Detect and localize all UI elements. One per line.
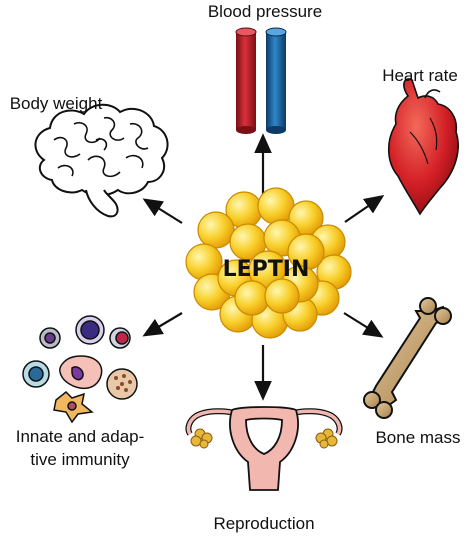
fat-cells-icon (185, 187, 352, 339)
bone-icon (363, 297, 452, 419)
arrow-to-body-weight (142, 198, 183, 224)
label-immunity-line1: Innate and adap- (16, 427, 145, 446)
label-body-weight: Body weight (10, 94, 103, 113)
brain-icon (34, 103, 169, 218)
label-immunity-line2: tive immunity (30, 450, 130, 469)
uterus-icon (185, 406, 343, 491)
label-heart-rate: Heart rate (382, 66, 458, 85)
arrow-to-immunity (142, 312, 183, 337)
leptin-label: LEPTIN (223, 257, 310, 282)
arrow-to-bone-mass (343, 312, 384, 338)
arrows (142, 133, 385, 401)
heart-icon (387, 78, 459, 216)
immune-cells-icon (22, 315, 138, 424)
blood-vessels-icon (235, 27, 287, 134)
label-reproduction: Reproduction (213, 514, 314, 533)
label-bone-mass: Bone mass (375, 428, 460, 447)
arrow-to-heart-rate (344, 195, 385, 223)
label-blood-pressure: Blood pressure (208, 2, 322, 21)
